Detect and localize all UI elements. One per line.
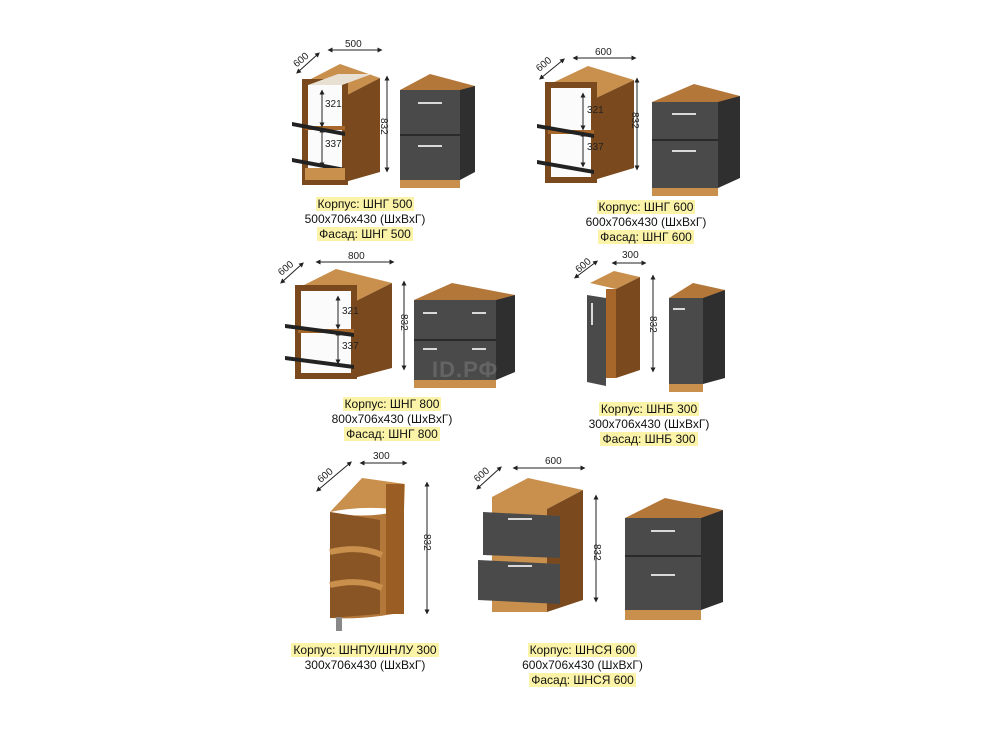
caption-shng800: Корпус: ШНГ 800 800х706х430 (ШхВхГ) Фаса… <box>312 397 472 442</box>
fasad-label: Фасад: ШНСЯ 600 <box>529 673 636 687</box>
dim-depth-1: 600 <box>291 51 311 70</box>
fasad-label: Фасад: ШНБ 300 <box>600 432 698 446</box>
dim-width-6: 600 <box>545 456 562 467</box>
korpus-label: Корпус: ШНГ 600 <box>596 200 696 214</box>
cabinet-shng500-frame <box>292 47 390 185</box>
cabinet-shnb300-frame <box>574 260 656 386</box>
dim-shelf2-1: 337 <box>325 139 342 150</box>
dim-height-1: 832 <box>378 118 389 135</box>
facade-shnsya600 <box>625 498 723 620</box>
korpus-label: Корпус: ШНГ 500 <box>315 197 415 211</box>
dim-shelf2-2: 337 <box>587 142 604 153</box>
facade-shnb300 <box>669 283 725 392</box>
dim-width-3: 800 <box>348 251 365 262</box>
facade-shng600 <box>652 84 740 196</box>
caption-shng500: Корпус: ШНГ 500 500х706х430 (ШхВхГ) Фаса… <box>285 197 445 242</box>
dim-height-4: 832 <box>647 316 658 333</box>
watermark: ID.РФ <box>432 357 499 382</box>
fasad-label: Фасад: ШНГ 500 <box>317 227 413 241</box>
dim-depth-3: 600 <box>276 259 296 278</box>
dim-depth-5: 600 <box>316 466 336 485</box>
size-label: 500х706х430 (ШхВхГ) <box>304 212 426 226</box>
caption-shnsya600: Корпус: ШНСЯ 600 600х706х430 (ШхВхГ) Фас… <box>500 643 665 688</box>
cabinet-shnpu300 <box>316 460 430 631</box>
facade-shng800 <box>414 283 515 388</box>
dim-shelf2-3: 337 <box>342 341 359 352</box>
facade-shng500 <box>400 74 475 188</box>
dim-width-5: 300 <box>373 451 390 462</box>
size-label: 600х706х430 (ШхВхГ) <box>522 658 643 672</box>
dim-shelf1-2: 321 <box>587 105 604 116</box>
korpus-label: Корпус: ШНГ 800 <box>342 397 442 411</box>
size-label: 300х706х430 (ШхВхГ) <box>304 658 426 672</box>
caption-shng600: Корпус: ШНГ 600 600х706х430 (ШхВхГ) Фаса… <box>566 200 726 245</box>
size-label: 800х706х430 (ШхВхГ) <box>331 412 453 426</box>
dim-height-3: 832 <box>398 314 409 331</box>
dim-shelf1-1: 321 <box>325 99 342 110</box>
dim-shelf1-3: 321 <box>342 306 359 317</box>
dim-depth-4: 600 <box>574 256 594 275</box>
fasad-label: Фасад: ШНГ 800 <box>344 427 440 441</box>
caption-shnpu300: Корпус: ШНПУ/ШНЛУ 300 300х706х430 (ШхВхГ… <box>275 643 455 673</box>
size-label: 600х706х430 (ШхВхГ) <box>585 215 707 229</box>
dim-height-6: 832 <box>591 544 602 561</box>
cabinet-shng600-frame <box>537 55 640 183</box>
dim-depth-6: 600 <box>472 465 492 484</box>
cabinet-shng800-frame <box>280 259 407 379</box>
dim-width-2: 600 <box>595 47 612 58</box>
cabinet-shnsya600-frame <box>476 465 599 612</box>
korpus-label: Корпус: ШНСЯ 600 <box>527 643 638 657</box>
fasad-label: Фасад: ШНГ 600 <box>598 230 694 244</box>
dim-depth-2: 600 <box>534 55 554 74</box>
korpus-label: Корпус: ШНПУ/ШНЛУ 300 <box>291 643 439 657</box>
caption-shnb300: Корпус: ШНБ 300 300х706х430 (ШхВхГ) Фаса… <box>569 402 729 447</box>
korpus-label: Корпус: ШНБ 300 <box>598 402 700 416</box>
dim-width-1: 500 <box>345 39 362 50</box>
dim-height-5: 832 <box>421 534 432 551</box>
size-label: 300х706х430 (ШхВхГ) <box>588 417 710 431</box>
dim-height-2: 832 <box>629 112 640 129</box>
dim-width-4: 300 <box>622 250 639 261</box>
